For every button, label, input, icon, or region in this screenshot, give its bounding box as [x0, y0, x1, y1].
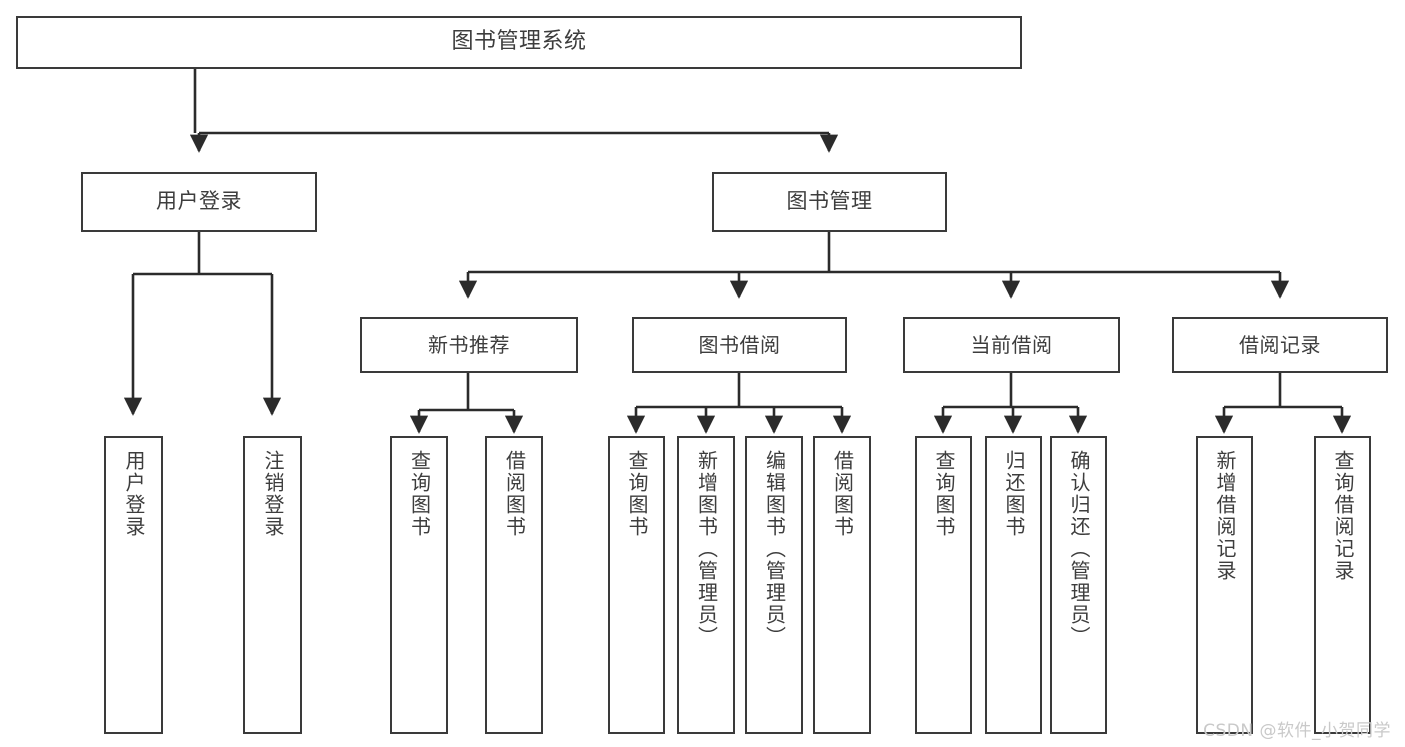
node-leaf-logout[interactable]: 注销登录: [243, 436, 302, 734]
node-book-manage-label: 图书管理: [786, 189, 873, 214]
node-user-login-label: 用户登录: [156, 189, 242, 214]
node-leaf-query-book-3-label: 查询图书: [932, 450, 956, 538]
node-new-book-recommend-label: 新书推荐: [428, 332, 510, 357]
node-leaf-return-book-label: 归还图书: [1002, 450, 1026, 538]
node-leaf-query-book-1-label: 查询图书: [407, 450, 432, 538]
node-leaf-query-book-1[interactable]: 查询图书: [390, 436, 448, 734]
node-root-label: 图书管理系统: [451, 29, 587, 55]
node-borrow-record[interactable]: 借阅记录: [1172, 317, 1388, 373]
node-root[interactable]: 图书管理系统: [16, 16, 1022, 69]
node-leaf-edit-book[interactable]: 编辑图书（管理员）: [745, 436, 803, 734]
csdn-watermark: CSDN @软件_小贺同学: [1203, 721, 1391, 741]
node-leaf-confirm-return[interactable]: 确认归还（管理员）: [1050, 436, 1107, 734]
node-current-borrow[interactable]: 当前借阅: [903, 317, 1120, 373]
node-leaf-add-book[interactable]: 新增图书（管理员）: [677, 436, 735, 734]
node-book-borrow[interactable]: 图书借阅: [632, 317, 847, 373]
node-leaf-borrow-book-2-label: 借阅图书: [830, 450, 855, 538]
node-leaf-query-book-2-label: 查询图书: [625, 450, 649, 538]
node-leaf-borrow-book-2[interactable]: 借阅图书: [813, 436, 871, 734]
node-leaf-query-book-2[interactable]: 查询图书: [608, 436, 665, 734]
node-current-borrow-label: 当前借阅: [970, 332, 1053, 357]
node-borrow-record-label: 借阅记录: [1239, 332, 1321, 357]
node-leaf-confirm-return-label: 确认归还（管理员）: [1067, 450, 1091, 648]
node-leaf-user-login-label: 用户登录: [122, 450, 146, 538]
node-new-book-recommend[interactable]: 新书推荐: [360, 317, 578, 373]
node-leaf-edit-book-label: 编辑图书（管理员）: [762, 450, 787, 648]
node-book-manage[interactable]: 图书管理: [712, 172, 947, 232]
node-leaf-logout-label: 注销登录: [261, 450, 285, 538]
node-leaf-borrow-book-1-label: 借阅图书: [502, 450, 527, 538]
node-user-login[interactable]: 用户登录: [81, 172, 317, 232]
node-leaf-query-book-3[interactable]: 查询图书: [915, 436, 972, 734]
node-leaf-add-record-label: 新增借阅记录: [1213, 450, 1237, 582]
node-leaf-user-login[interactable]: 用户登录: [104, 436, 163, 734]
node-leaf-add-book-label: 新增图书（管理员）: [694, 450, 719, 648]
node-book-borrow-label: 图书借阅: [698, 332, 781, 357]
node-leaf-query-record-label: 查询借阅记录: [1331, 450, 1355, 582]
node-leaf-borrow-book-1[interactable]: 借阅图书: [485, 436, 543, 734]
node-leaf-add-record[interactable]: 新增借阅记录: [1196, 436, 1253, 734]
node-leaf-query-record[interactable]: 查询借阅记录: [1314, 436, 1371, 734]
node-leaf-return-book[interactable]: 归还图书: [985, 436, 1042, 734]
